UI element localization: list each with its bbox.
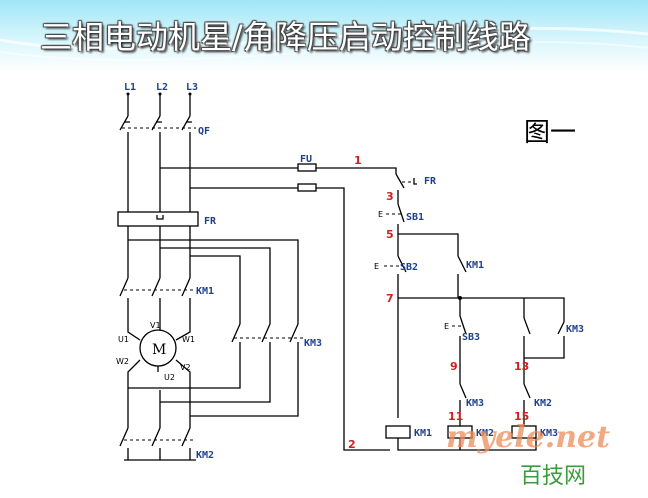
motor-symbol: M	[152, 342, 166, 358]
title-swoosh	[0, 26, 648, 62]
figure-label: 图一	[524, 118, 577, 148]
label-fu: FU	[300, 154, 312, 165]
watermark-site: myele.net	[446, 420, 610, 455]
neutral-return	[397, 438, 537, 451]
label-km3-main: KM3	[304, 338, 322, 349]
terminal-u1: U1	[118, 335, 129, 344]
start-button-sb2: E SB2	[374, 255, 418, 298]
power-circuit: L1 L2 L3 QF FR	[116, 82, 322, 461]
label-l2: L2	[156, 82, 168, 93]
title-band	[0, 0, 648, 72]
contactor-km1-main: KM1	[119, 268, 214, 324]
label-sb2: SB2	[400, 262, 418, 273]
label-km2-coil: KM2	[476, 428, 494, 439]
motor: M U1 V1 W1 W2 U2 V2	[116, 321, 195, 390]
label-km1-main: KM1	[196, 286, 214, 297]
coil-km3: KM3	[511, 425, 558, 439]
breaker-qf: QF	[119, 115, 210, 184]
terminal-w2: W2	[116, 357, 129, 366]
label-l3: L3	[186, 82, 198, 93]
wire-to-km1-aux	[398, 233, 459, 256]
slide-title: 三相电动机星/角降压启动控制线路	[40, 18, 531, 56]
label-e2: E	[374, 262, 379, 271]
terminal-v2: V2	[180, 363, 191, 372]
fuse-fu: FU	[297, 154, 397, 451]
supply-lines	[126, 92, 192, 116]
label-km1-coil: KM1	[414, 428, 432, 439]
wiring-diagram: L1 L2 L3 QF FR	[116, 82, 584, 461]
wire-11: 11	[448, 410, 463, 423]
label-qf: QF	[198, 126, 210, 137]
wire-9: 9	[450, 360, 458, 373]
label-km3-coil: KM3	[540, 428, 558, 439]
label-km1-aux: KM1	[466, 260, 484, 271]
overload-relay-fr: FR	[117, 184, 217, 268]
terminal-w1: W1	[182, 335, 195, 344]
watermark-brand: 百技网	[520, 464, 587, 489]
label-km2-nc: KM2	[534, 398, 552, 409]
contactor-km2-main: KM2	[119, 390, 214, 461]
wire-5: 5	[386, 228, 394, 241]
wire-7: 7	[386, 292, 394, 305]
coil-km1: KM1	[385, 425, 432, 439]
label-km3-aux: KM3	[566, 324, 584, 335]
button-sb3: E SB3	[444, 315, 480, 384]
wire-2: 2	[348, 438, 356, 451]
km2-nc-contact: KM2	[523, 383, 552, 426]
label-e1: E	[378, 210, 383, 219]
label-km2-main: KM2	[196, 450, 214, 461]
label-fr-aux: FR	[424, 176, 437, 187]
km3-aux-contact: KM3	[523, 317, 584, 384]
wire-3: 3	[386, 190, 394, 203]
node-7-bus	[398, 297, 565, 322]
contactor-km3-main: KM3	[128, 323, 322, 417]
wire-13: 13	[514, 360, 529, 373]
label-km3-nc: KM3	[466, 398, 484, 409]
label-sb1: SB1	[406, 212, 424, 223]
stop-button-sb1: E SB1	[378, 203, 424, 256]
control-circuit: FU 1 2 FR 3 E SB1 5 E	[297, 154, 584, 451]
wire-1: 1	[354, 154, 362, 167]
wire-15: 15	[514, 410, 529, 423]
terminal-u2: U2	[164, 373, 175, 382]
label-l1: L1	[124, 82, 136, 93]
fr-nc-contact: FR	[395, 173, 437, 204]
label-sb3: SB3	[462, 332, 480, 343]
km3-nc-contact: KM3	[459, 383, 484, 426]
km1-aux-contact: KM1	[457, 255, 484, 298]
terminal-v1: V1	[150, 321, 161, 330]
label-fr-main: FR	[204, 216, 217, 227]
delta-feed-lines	[128, 239, 299, 324]
label-e3: E	[444, 322, 449, 331]
